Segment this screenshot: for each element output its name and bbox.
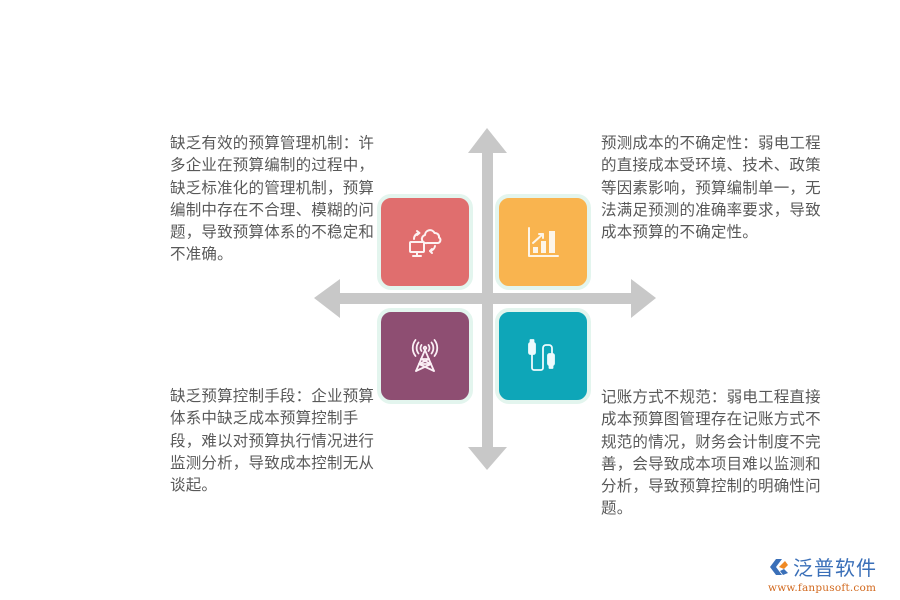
bottom-left-description: 缺乏预算控制手段：企业预算体系中缺乏成本预算控制手段，难以对预算执行情况进行监测… — [170, 387, 375, 495]
top-right-description: 预测成本的不确定性：弱电工程的直接成本受环境、技术、政策等因素影响，预算编制单一… — [601, 134, 821, 242]
brand-url: www.fanpusoft.com — [768, 582, 877, 594]
top-right-card — [495, 194, 591, 290]
cloud-sync-computer-icon — [409, 229, 442, 257]
growth-bar-chart-icon — [528, 227, 559, 257]
top-left-card — [377, 194, 473, 290]
usb-cable-icon — [528, 339, 555, 371]
bottom-left-card — [377, 308, 473, 404]
bottom-right-description: 记账方式不规范：弱电工程直接成本预算图管理存在记账方式不规范的情况，财务会计制度… — [601, 388, 821, 518]
signal-tower-icon — [411, 339, 439, 372]
brand-logo: 泛普软件 www.fanpusoft.com — [768, 552, 896, 596]
bottom-right-card — [495, 308, 591, 404]
brand-name: 泛普软件 — [793, 556, 877, 580]
fanpu-logo-icon — [770, 558, 788, 575]
top-left-description: 缺乏有效的预算管理机制：许多企业在预算编制的过程中，缺乏标准化的管理机制，预算编… — [170, 134, 375, 264]
